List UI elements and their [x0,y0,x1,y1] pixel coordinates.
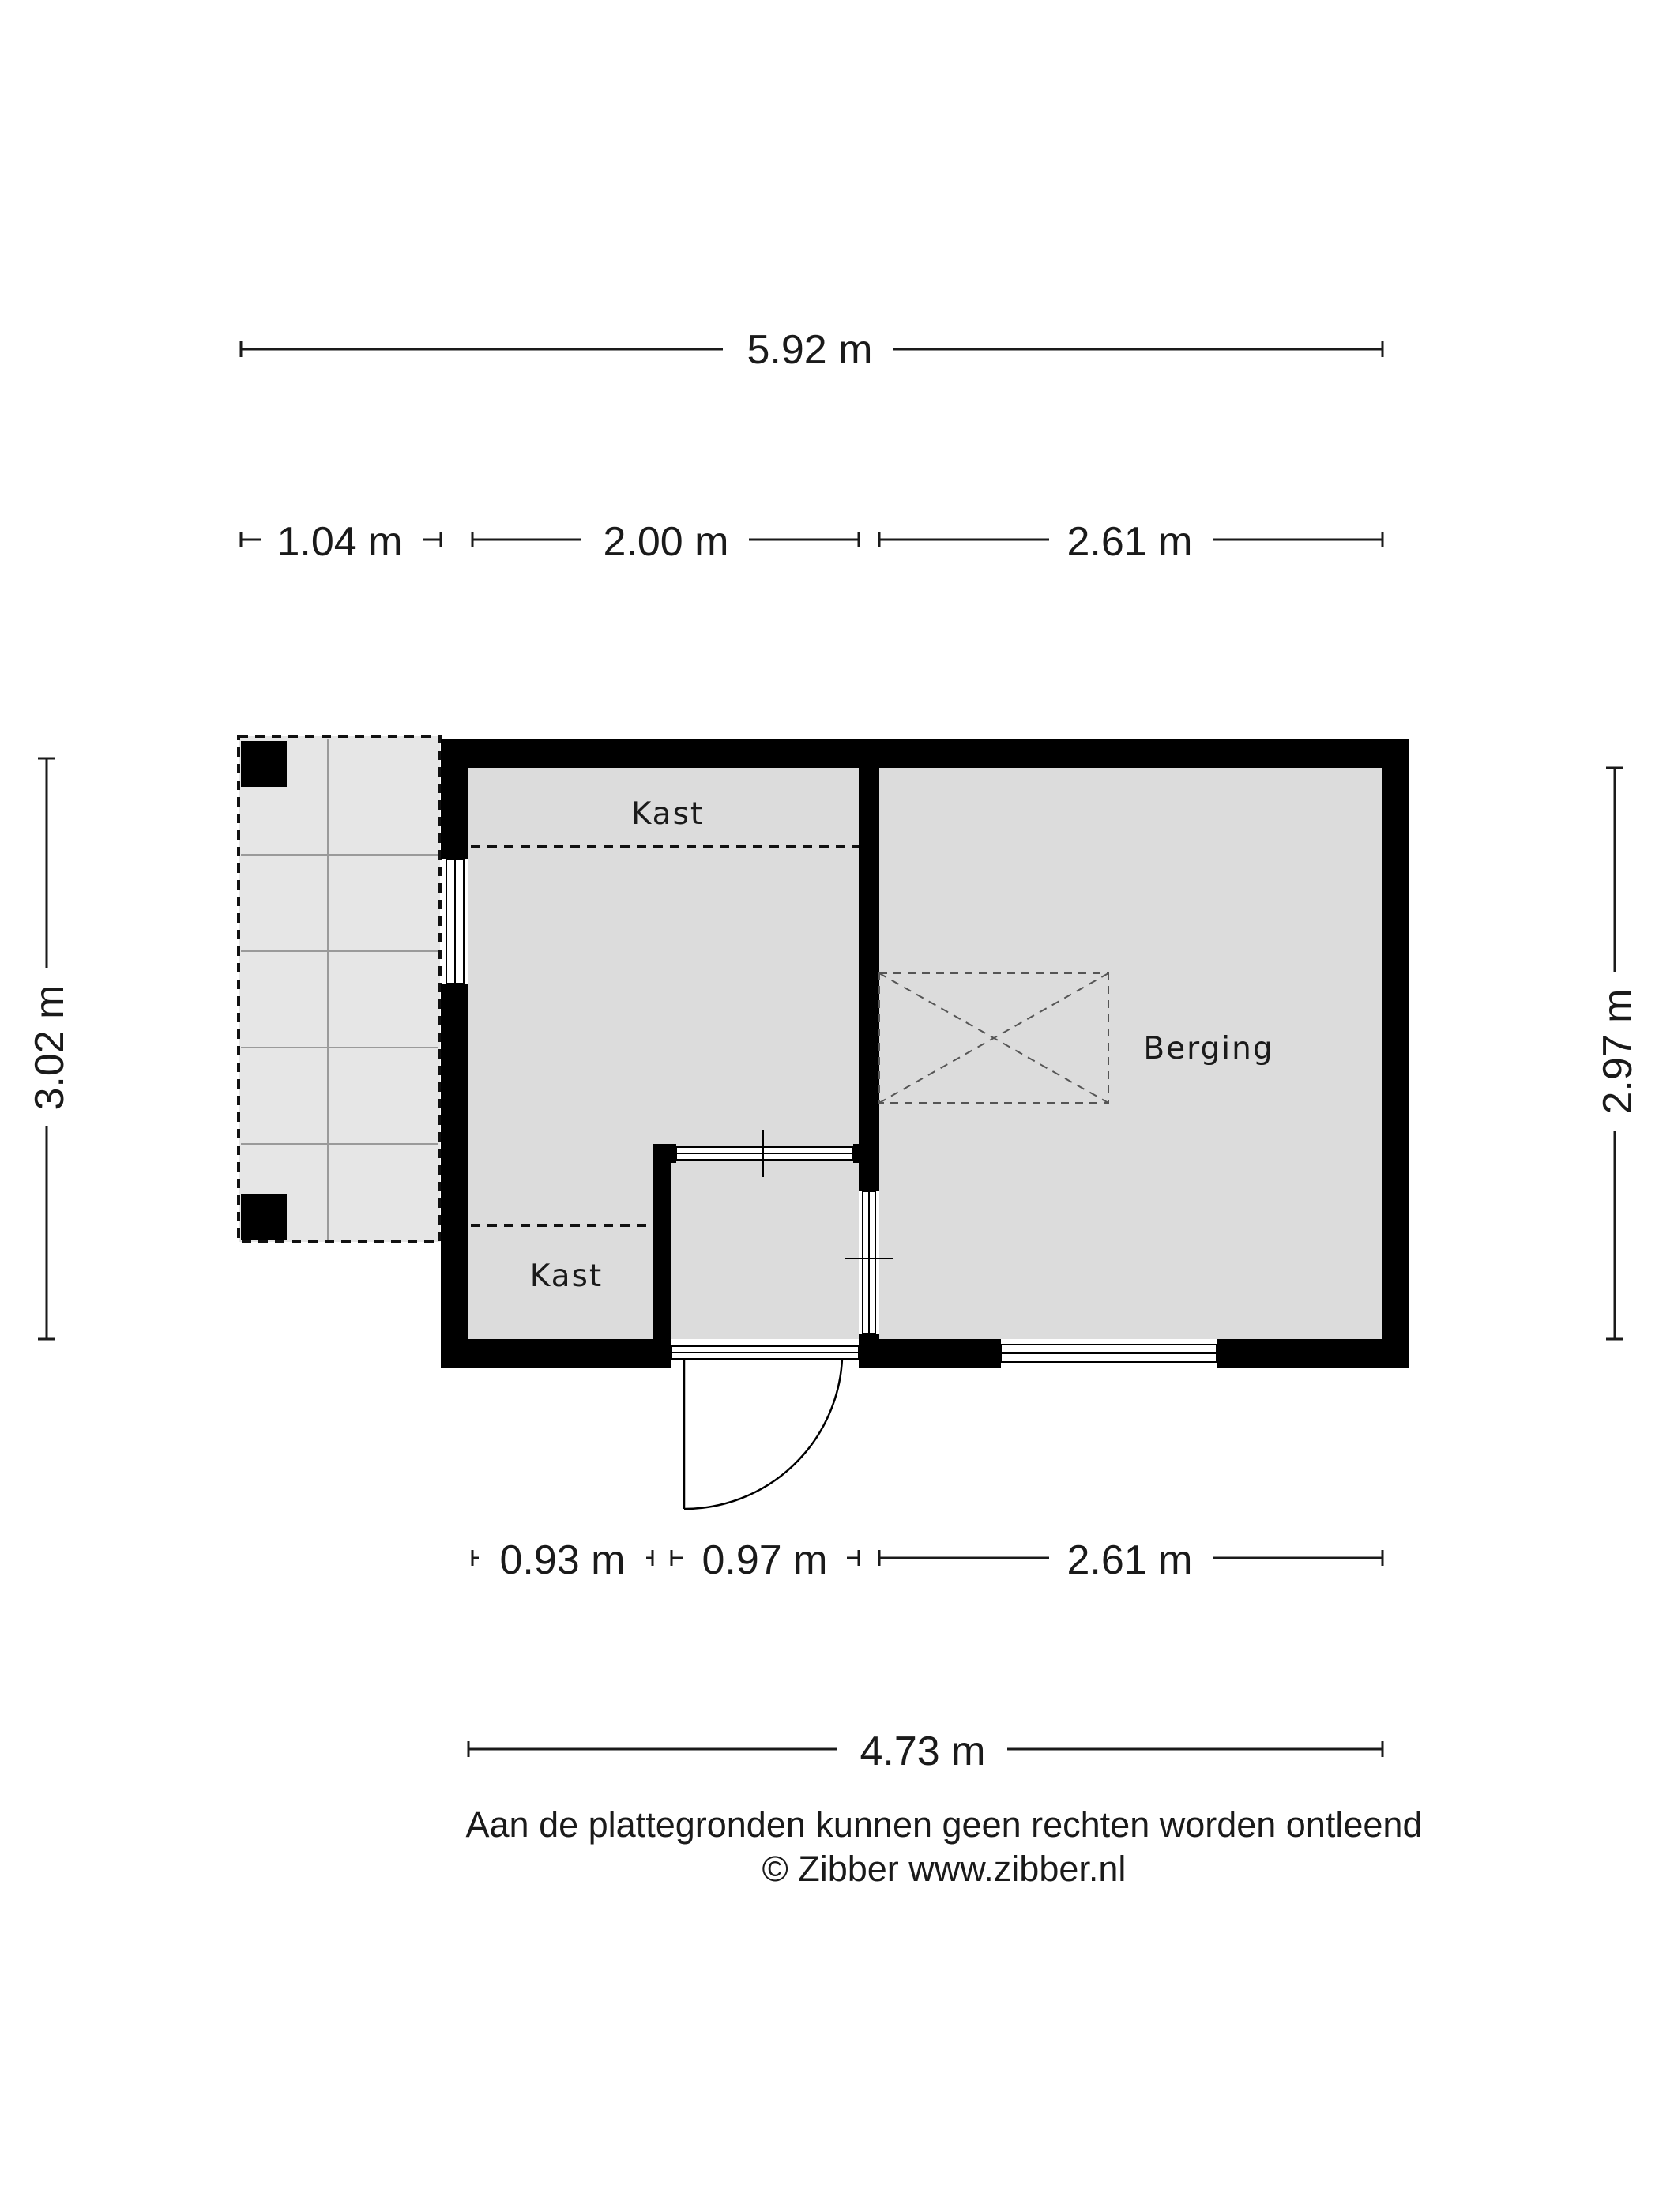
terrace [237,735,442,1243]
bottom-window [1000,1344,1217,1363]
footer-copyright: © Zibber www.zibber.nl [762,1849,1127,1889]
room-label-kast-bottom: Kast [530,1258,603,1294]
room-label-kast-top: Kast [631,796,704,832]
left-height-label: 3.02 m [27,985,73,1111]
bottom-segment-2-label: 0.97 m [702,1537,828,1583]
top-total-dimension: 5.92 m [239,327,1384,373]
top-segment-1-label: 1.04 m [277,519,403,565]
bottom-total-label: 4.73 m [860,1729,986,1774]
top-segment-3-label: 2.61 m [1067,519,1193,565]
entrance-door [671,1345,860,1510]
bottom-segment-1-label: 0.93 m [500,1537,626,1583]
top-segment-dimensions: 1.04 m 2.00 m 2.61 m [239,519,1384,565]
room-label-berging: Berging [1143,1031,1273,1066]
bottom-total-dimension: 4.73 m [467,1729,1384,1774]
left-height-dimension: 3.02 m [27,757,73,1341]
building-floors [468,757,1382,1339]
bottom-segment-3-label: 2.61 m [1067,1537,1193,1583]
right-height-dimension: 2.97 m [1595,766,1641,1341]
top-total-label: 5.92 m [747,327,873,373]
bottom-segment-dimensions: 0.93 m 0.97 m 2.61 m [471,1537,1384,1583]
hall-right-opening [845,1191,893,1334]
hall-top-opening [675,1130,854,1177]
top-segment-2-label: 2.00 m [604,519,729,565]
post-bottom [241,1194,287,1240]
post-top [241,741,287,787]
walls [441,739,1409,1368]
right-height-label: 2.97 m [1595,989,1641,1115]
left-window [446,858,465,984]
footer-disclaimer: Aan de plattegronden kunnen geen rechten… [466,1804,1423,1845]
attic-hatch [878,972,1109,1104]
